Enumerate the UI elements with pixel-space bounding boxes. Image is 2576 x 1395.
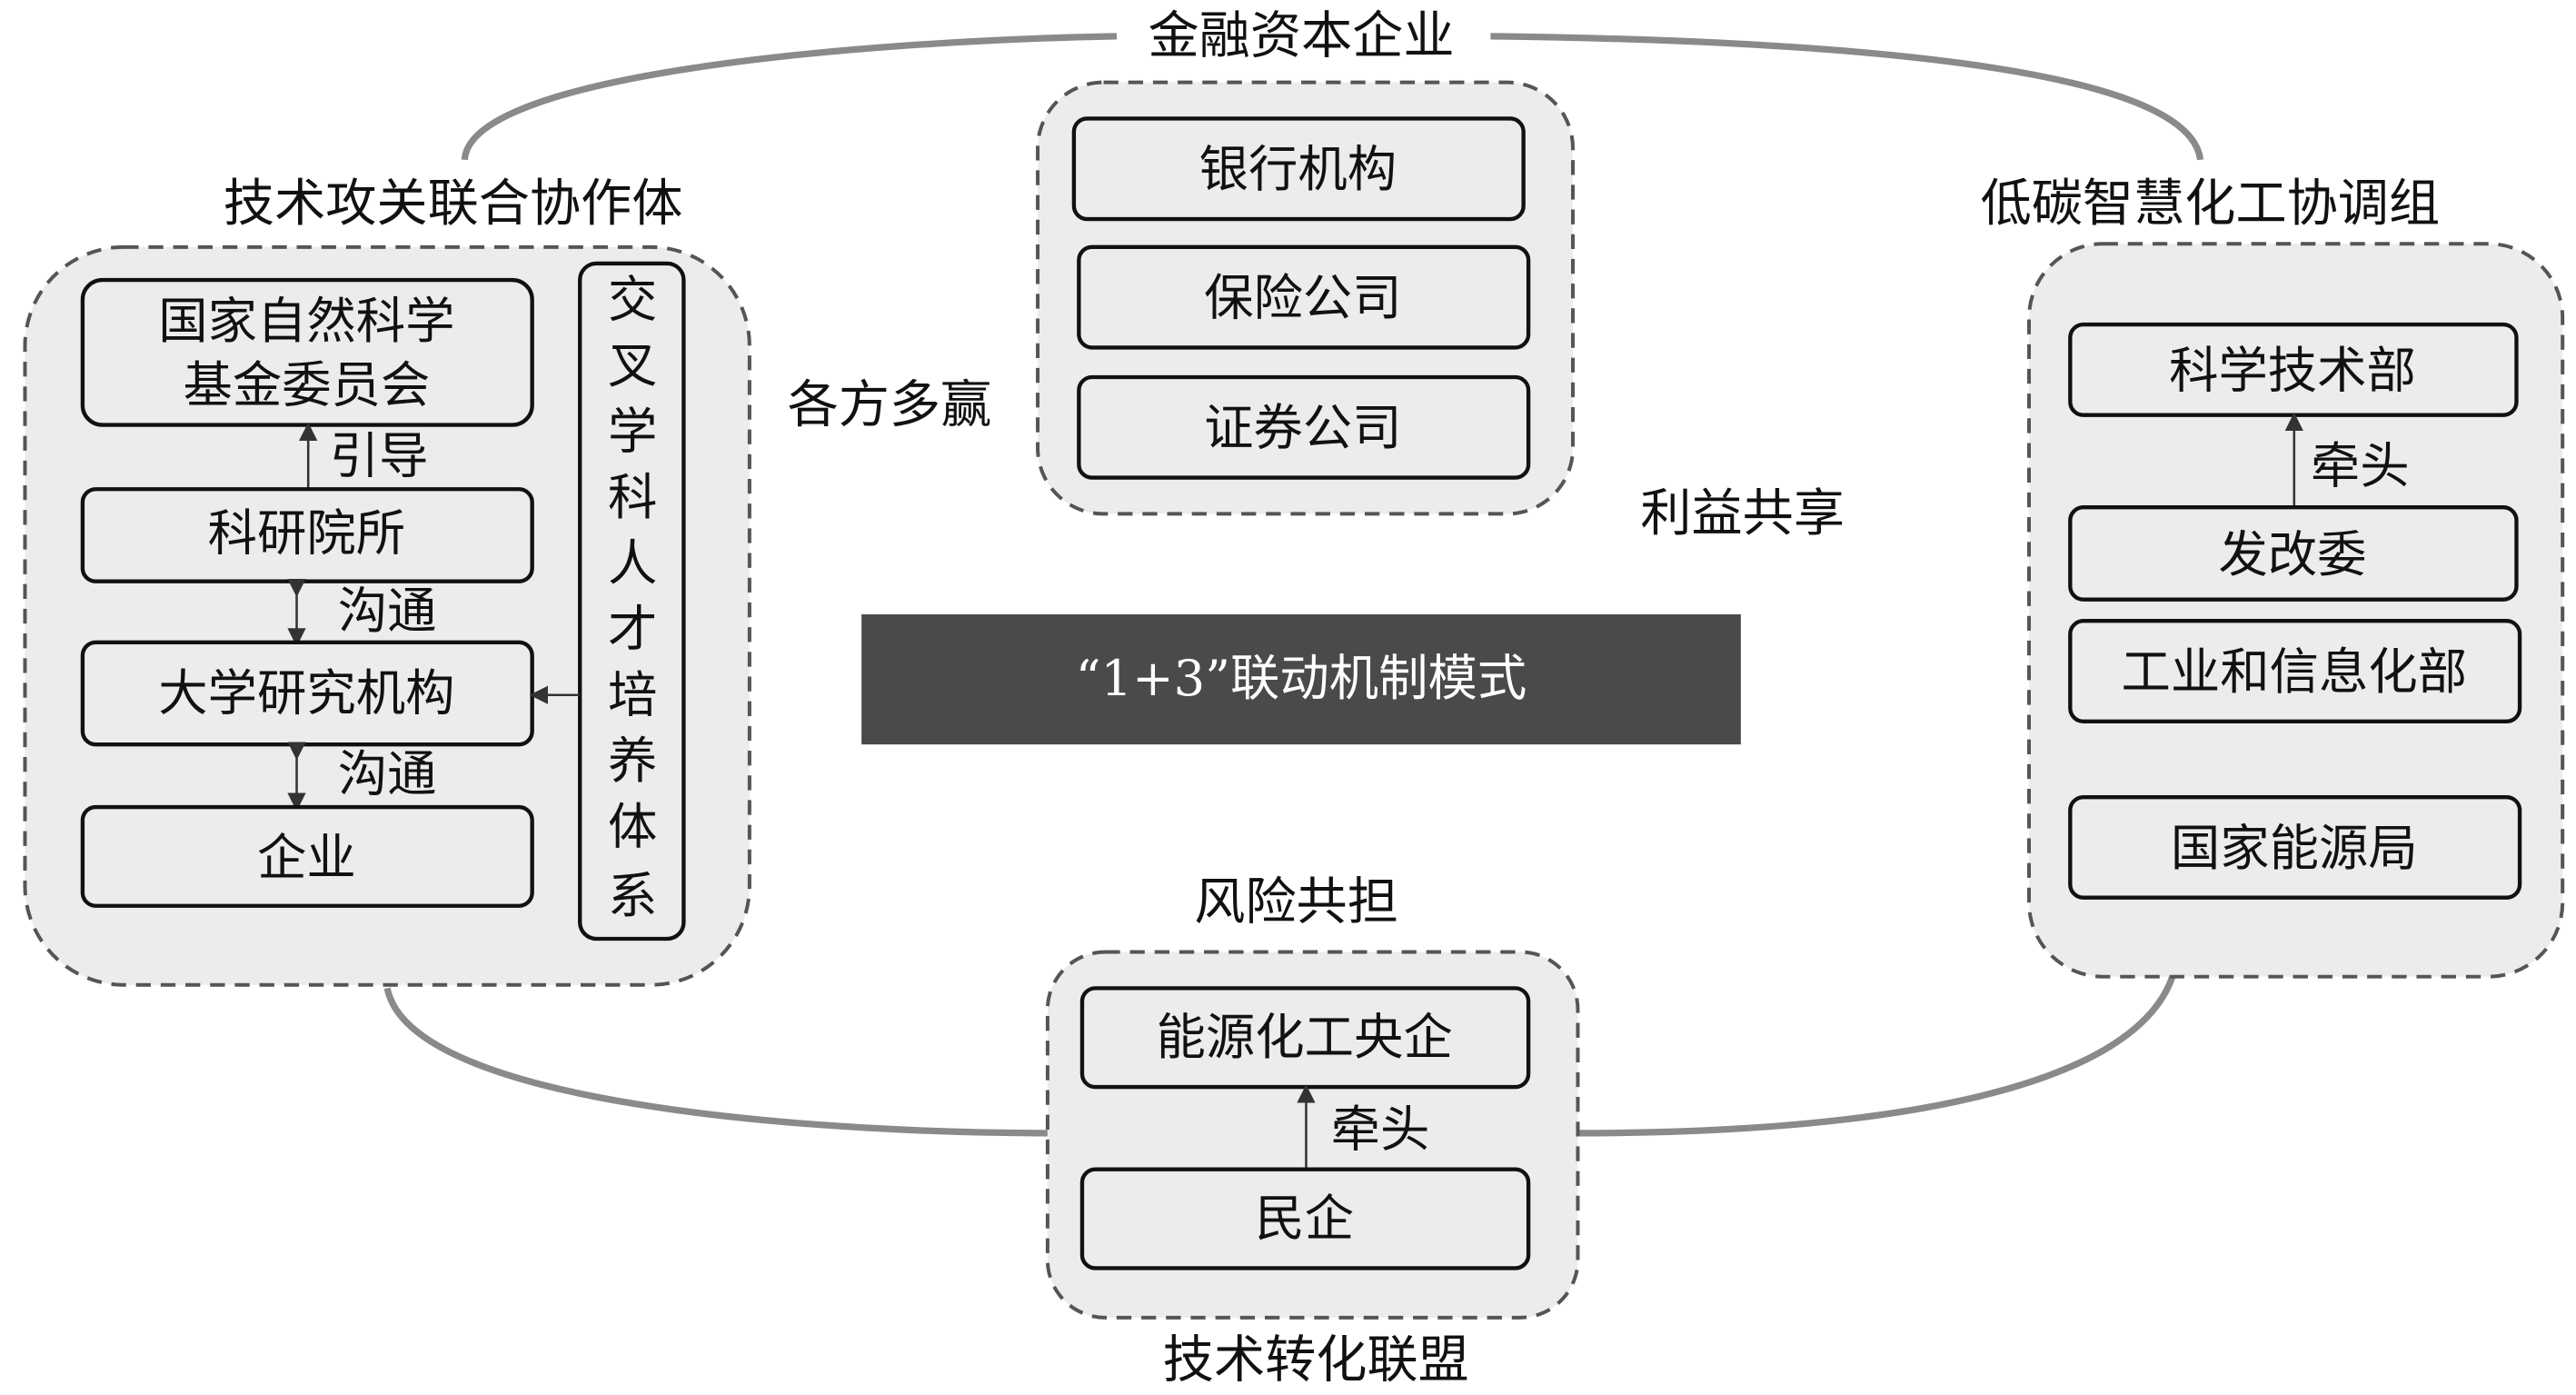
nsfc-label-line1: 国家自然科学 — [158, 293, 454, 350]
soe-label: 能源化工央企 — [1157, 1009, 1453, 1066]
low-carbon-title: 低碳智慧化工协调组 — [1981, 174, 2441, 234]
svg-text:才: 才 — [608, 601, 657, 658]
ring-bottom-right — [1577, 971, 2177, 1137]
svg-text:体: 体 — [608, 798, 657, 855]
nea-box — [2068, 794, 2522, 900]
tech-transfer-lead-label: 牵头 — [1331, 1101, 1430, 1159]
private-box — [1079, 1167, 1531, 1270]
svg-text:培: 培 — [608, 666, 657, 723]
ndrc-box — [2068, 505, 2519, 602]
bank-label: 银行机构 — [1199, 141, 1397, 198]
center-title: “1+3”联动机制模式 — [1076, 650, 1527, 707]
communicate-label-1: 沟通 — [338, 583, 437, 640]
svg-text:人: 人 — [608, 534, 657, 592]
low-carbon-lead-label: 牵头 — [2311, 437, 2410, 494]
svg-text:系: 系 — [608, 867, 657, 924]
ndrc-label: 发改委 — [2218, 526, 2366, 583]
miit-box — [2068, 619, 2522, 723]
insurance-label: 保险公司 — [1204, 270, 1401, 327]
securities-label: 证券公司 — [1204, 400, 1401, 457]
finance-group-title: 金融资本企业 — [1148, 6, 1454, 65]
ring-top-left — [461, 33, 1118, 161]
tech-collab-title: 技术攻关联合协作体 — [224, 174, 683, 234]
insurance-box — [1077, 244, 1531, 350]
svg-text:学: 学 — [608, 403, 657, 460]
benefit-sharing-label: 利益共享 — [1640, 484, 1845, 543]
institutes-label: 科研院所 — [208, 505, 405, 563]
guide-label: 引导 — [330, 428, 429, 485]
svg-text:交: 交 — [608, 271, 657, 328]
ring-bottom-left — [383, 987, 1048, 1137]
center-banner — [861, 613, 1741, 745]
tech-transfer-title: 技术转化联盟 — [1163, 1330, 1469, 1390]
institutes-box — [80, 487, 534, 583]
enterprises-label: 企业 — [257, 830, 356, 887]
most-label: 科学技术部 — [2169, 342, 2416, 399]
talent-system-label: 交 叉 学 科 人 才 培 养 体 系 — [608, 271, 657, 924]
svg-text:科: 科 — [608, 469, 657, 526]
universities-label: 大学研究机构 — [158, 664, 454, 722]
risk-sharing-label: 风险共担 — [1194, 873, 1398, 932]
miit-label: 工业和信息化部 — [2122, 643, 2468, 701]
svg-text:养: 养 — [608, 732, 657, 790]
enterprises-box — [80, 804, 534, 908]
securities-box — [1077, 374, 1531, 480]
talent-system-box — [578, 261, 686, 942]
nea-label: 国家能源局 — [2171, 820, 2418, 877]
nsfc-label-line2: 基金委员会 — [183, 357, 430, 414]
ring-top-right — [1490, 33, 2204, 161]
bank-box — [1071, 116, 1526, 222]
svg-text:叉: 叉 — [608, 337, 657, 394]
win-win-label: 各方多赢 — [788, 375, 992, 434]
low-carbon-group — [2027, 242, 2565, 979]
private-label: 民企 — [1255, 1191, 1354, 1248]
tech-collab-group — [23, 244, 751, 987]
communicate-label-2: 沟通 — [338, 745, 437, 802]
